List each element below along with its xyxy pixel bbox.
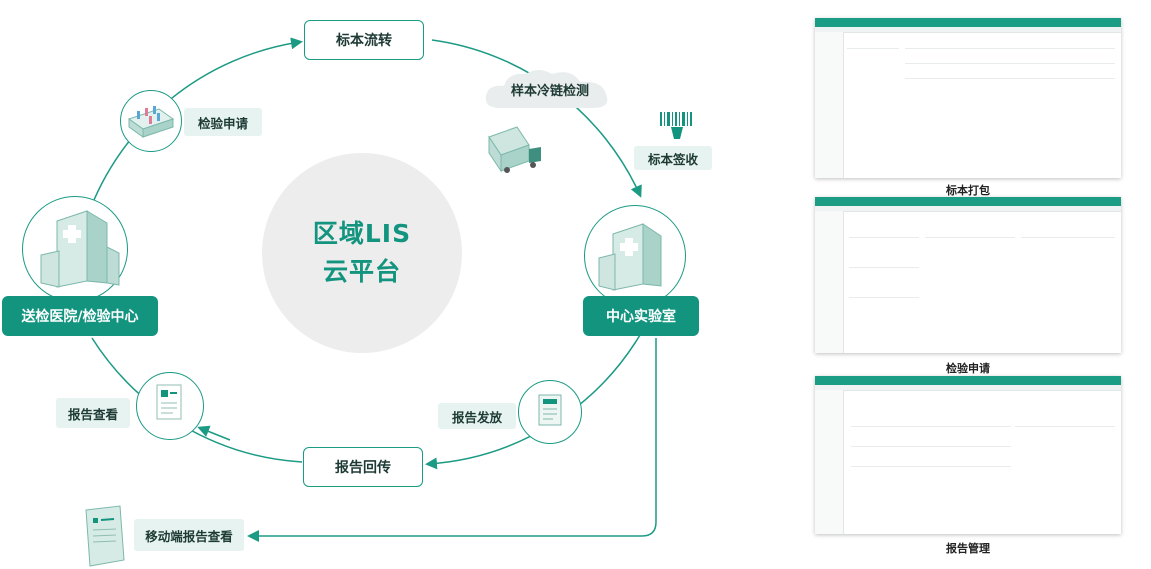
screenshot-toolbar <box>815 27 1121 33</box>
mobile-report-icon <box>85 505 125 567</box>
caption-specimen-packing: 标本打包 <box>946 184 990 197</box>
center-title-line1: 区域LIS <box>312 219 412 248</box>
central-lab-icon-circle <box>584 205 686 307</box>
report-release-icon-circle <box>518 380 582 444</box>
screenshot-sidebar <box>815 32 844 178</box>
truck-icon <box>488 126 541 173</box>
hospital-icon-circle <box>22 196 128 302</box>
report-document-icon <box>538 394 562 426</box>
report-paper-icon <box>156 384 182 420</box>
node-specimen-transfer-label: 标本流转 <box>336 33 392 49</box>
tag-report-release: 报告发放 <box>438 403 516 429</box>
hospital-icon <box>40 210 120 288</box>
tag-report-view: 报告查看 <box>56 398 130 428</box>
screenshot-specimen-packing <box>815 18 1121 178</box>
report-view-icon-circle <box>136 372 204 440</box>
node-submitting-hospital: 送检医院/检验中心 <box>2 296 158 336</box>
line-lab-to-mobile <box>247 338 657 542</box>
node-central-lab: 中心实验室 <box>583 296 699 336</box>
sample-tray-icon <box>127 106 175 138</box>
node-submitting-hospital-label: 送检医院/检验中心 <box>21 309 139 325</box>
cold-chain-label: 样本冷链检测 <box>510 84 589 99</box>
screenshot-report-management <box>815 376 1121 534</box>
tag-specimen-receipt: 标本签收 <box>634 146 712 170</box>
center-title-line2: 云平台 <box>322 257 401 286</box>
screenshot-header-bar <box>815 18 1121 27</box>
node-report-return: 报告回传 <box>303 447 423 487</box>
center-platform: 区域LIS 云平台 <box>262 153 462 353</box>
tag-mobile-report-view: 移动端报告查看 <box>134 519 244 551</box>
hospital-building-icon <box>598 223 662 291</box>
cloud-icon <box>485 70 608 108</box>
tag-test-application: 检验申请 <box>184 108 262 136</box>
test-application-icon-circle <box>120 90 182 152</box>
arrow-to-report-view <box>197 425 231 441</box>
node-report-return-label: 报告回传 <box>335 460 391 476</box>
caption-test-application: 检验申请 <box>946 362 990 375</box>
node-specimen-transfer: 标本流转 <box>304 20 424 60</box>
barcode-scanner-icon <box>660 112 692 139</box>
caption-report-management: 报告管理 <box>946 542 990 555</box>
screenshot-test-application <box>815 197 1121 353</box>
node-central-lab-label: 中心实验室 <box>606 309 676 325</box>
